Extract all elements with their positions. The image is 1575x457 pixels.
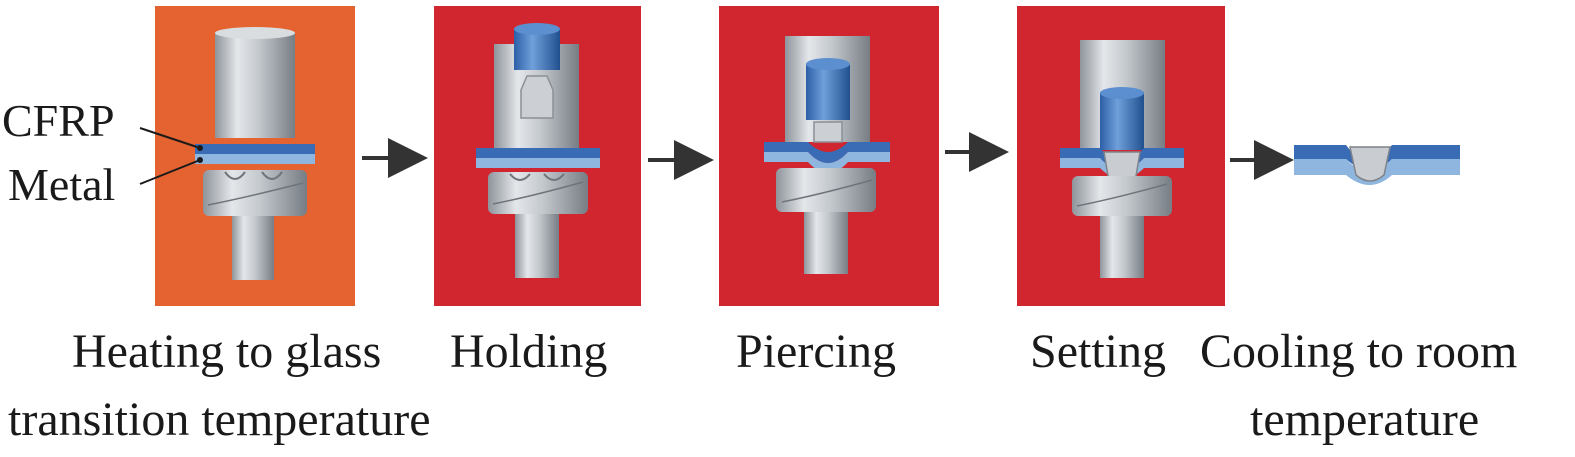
metal-sheet [195, 154, 315, 164]
caption-cooling-line2: temperature [1250, 393, 1480, 446]
step-cooling [1294, 145, 1460, 185]
die-shaft [804, 212, 848, 274]
metal-sheet [476, 158, 600, 168]
punch [806, 64, 850, 120]
cfrp-sheet [195, 144, 315, 154]
die-shaft [515, 214, 559, 278]
caption-heating-line2: transition temperature [8, 393, 431, 446]
die [488, 172, 588, 214]
die [776, 168, 876, 212]
punch [1100, 92, 1144, 150]
cfrp-leader-line [139, 127, 201, 149]
joint-cfrp-sheet [1294, 145, 1460, 170]
step-holding [434, 6, 641, 306]
die-shaft [1100, 216, 1144, 278]
metal-leader-line [139, 159, 201, 185]
cfrp-sheet [1060, 148, 1184, 171]
caption-holding: Holding [450, 325, 608, 378]
step-piercing [719, 6, 939, 306]
metal-sheet [1060, 158, 1184, 179]
step-setting [1017, 6, 1225, 306]
metal-label: Metal [8, 159, 116, 210]
cfrp-label: CFRP [2, 95, 115, 146]
cfrp-sheet [476, 148, 600, 158]
metal-sheet [764, 152, 890, 173]
die-shaft [232, 216, 274, 280]
caption-cooling-line1: Cooling to room [1200, 325, 1518, 378]
joint-rivet [1349, 146, 1391, 182]
step-heating [155, 6, 355, 306]
caption-piercing: Piercing [736, 325, 896, 378]
caption-heating-line1: Heating to glass [72, 325, 382, 378]
blank-holder [215, 32, 295, 138]
caption-setting: Setting [1030, 325, 1167, 378]
cfrp-sheet [764, 142, 890, 163]
die [203, 170, 307, 216]
